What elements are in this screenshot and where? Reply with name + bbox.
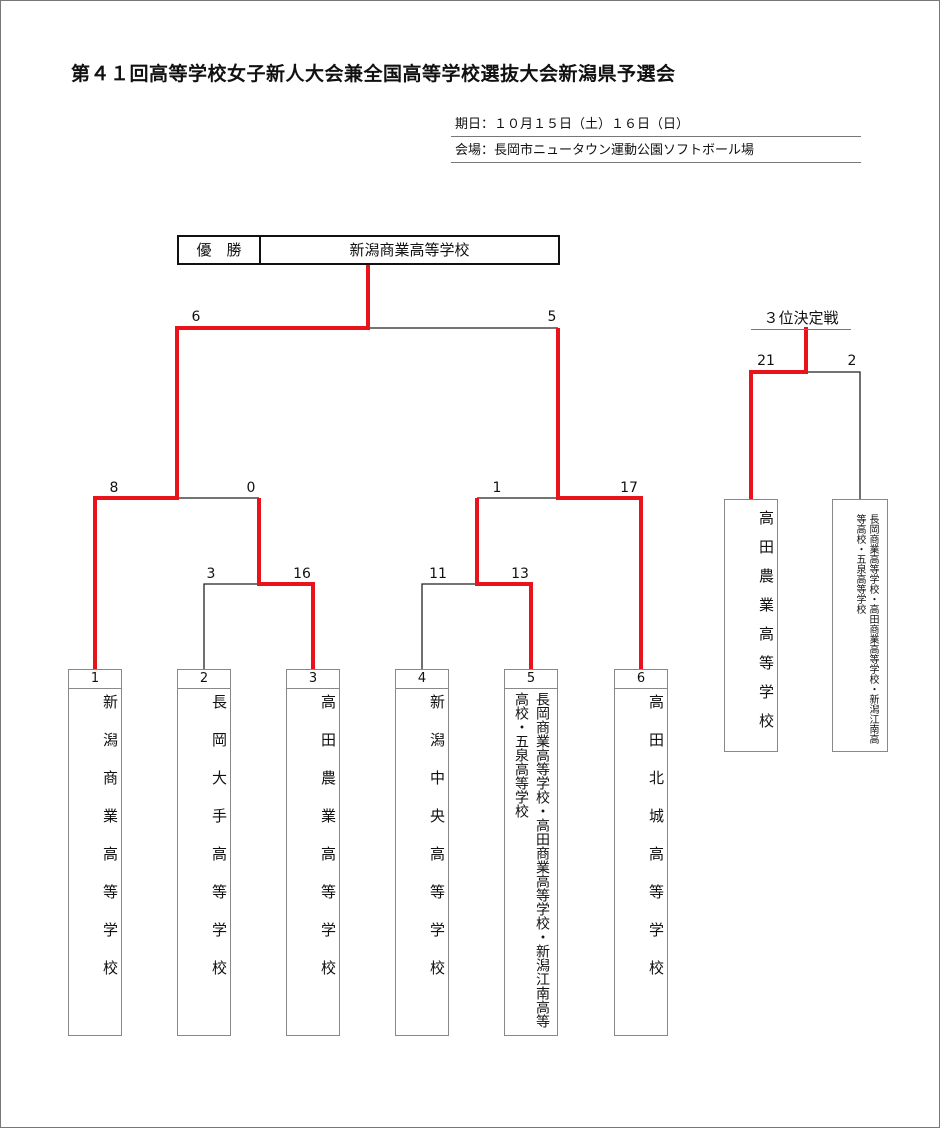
page-title: 第４１回高等学校女子新人大会兼全国高等学校選抜大会新潟県予選会 <box>71 63 676 85</box>
team-box-1: 1 新潟商業高等学校 <box>68 669 122 1036</box>
loser-lines <box>177 327 861 669</box>
team-name-1: 新潟商業高等学校 <box>101 694 119 998</box>
third-right-line <box>806 371 861 499</box>
team-name-4: 新潟中央高等学校 <box>428 694 446 998</box>
team-name-6: 高田北城高等学校 <box>647 694 665 998</box>
score-r1-team3: 16 <box>293 566 311 582</box>
team-box-6: 6 高田北城高等学校 <box>614 669 668 1036</box>
score-final-left: 6 <box>191 309 201 325</box>
r1-team2-line <box>203 583 259 669</box>
score-sf-left-2: 0 <box>246 480 256 496</box>
score-r1-team4: 11 <box>429 566 447 582</box>
team6-win-line <box>556 328 643 669</box>
team5-win-line <box>475 498 533 669</box>
third-team-name-2: 長岡商業高等学校・高田商業高等学校・新潟江南高等高校・五泉高等学校 <box>854 514 878 744</box>
winner-lines <box>93 265 808 669</box>
third-team-box-1: 高田農業高等学校 <box>724 499 778 752</box>
score-sf-left-1: 8 <box>109 480 119 496</box>
third-score-right: 2 <box>847 353 857 369</box>
team3-win-line <box>257 498 315 669</box>
third-winner-line <box>749 327 808 499</box>
third-score-left: 21 <box>757 353 775 369</box>
team-name-3: 高田農業高等学校 <box>319 694 337 998</box>
date-line: 期日：１０月１５日（土）１６日（日） <box>451 113 861 137</box>
team-box-3: 3 高田農業高等学校 <box>286 669 340 1036</box>
team-seed-6: 6 <box>615 670 667 689</box>
r1-team4-line <box>421 583 477 669</box>
champion-path-line <box>93 265 370 669</box>
team-box-2: 2 長岡大手高等学校 <box>177 669 231 1036</box>
score-final-right: 5 <box>547 309 557 325</box>
team-seed-4: 4 <box>396 670 448 689</box>
team-name-5: 長岡商業高等学校・高田商業高等学校・新潟江南高等高校・五泉高等学校 <box>513 692 550 1028</box>
team-name-2: 長岡大手高等学校 <box>210 694 228 998</box>
third-place-title: ３位決定戦 <box>751 307 851 330</box>
third-team-box-2: 長岡商業高等学校・高田商業高等学校・新潟江南高等高校・五泉高等学校 <box>832 499 888 752</box>
score-r1-team2: 3 <box>206 566 216 582</box>
team-seed-1: 1 <box>69 670 121 689</box>
team-box-4: 4 新潟中央高等学校 <box>395 669 449 1036</box>
score-r1-team5: 13 <box>511 566 529 582</box>
champion-label: 優 勝 <box>177 235 261 265</box>
team-seed-2: 2 <box>178 670 230 689</box>
score-sf-right-2: 17 <box>620 480 638 496</box>
venue-line: 会場：長岡市ニュータウン運動公園ソフトボール場 <box>451 139 861 163</box>
team-seed-3: 3 <box>287 670 339 689</box>
team-box-5: 5 長岡商業高等学校・高田商業高等学校・新潟江南高等高校・五泉高等学校 <box>504 669 558 1036</box>
champion-team: 新潟商業高等学校 <box>259 235 560 265</box>
score-sf-right-1: 1 <box>492 480 502 496</box>
team-seed-5: 5 <box>505 670 557 689</box>
third-team-name-1: 高田農業高等学校 <box>757 510 775 742</box>
